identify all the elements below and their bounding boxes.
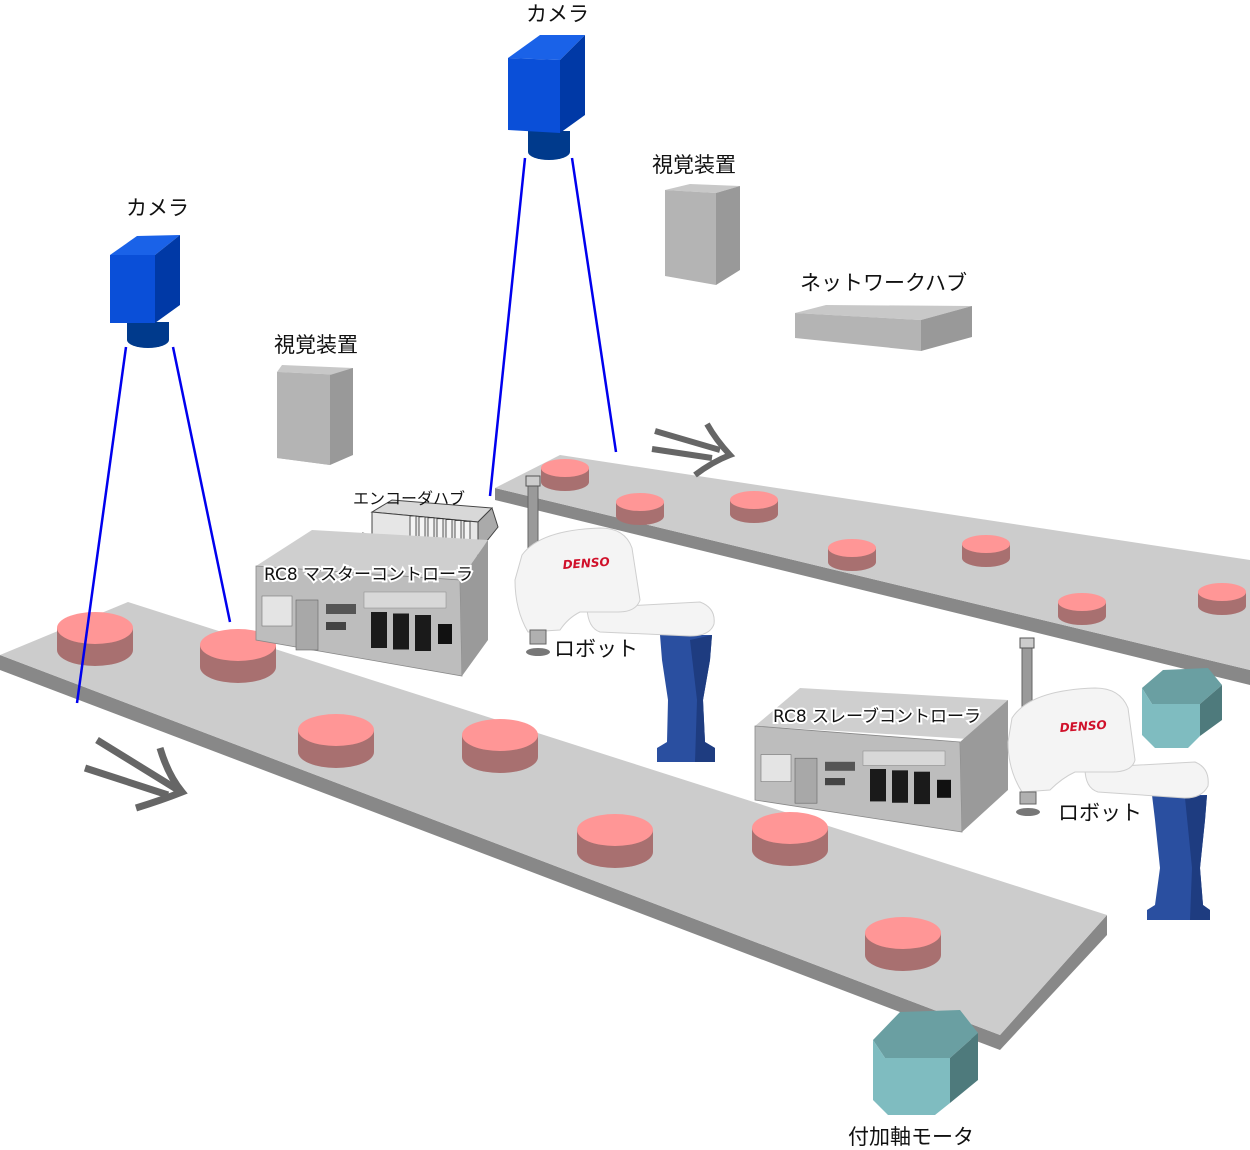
workpiece bbox=[1198, 583, 1246, 615]
front-conveyor-top bbox=[0, 602, 1107, 1035]
workpiece-top bbox=[730, 491, 778, 509]
workpiece bbox=[616, 493, 664, 525]
controller-io-block bbox=[870, 769, 886, 802]
workpiece bbox=[541, 459, 589, 491]
controller-power-switch bbox=[937, 779, 951, 798]
workpiece-top bbox=[616, 493, 664, 511]
vision-unit-1: 視覚装置 bbox=[274, 333, 358, 465]
controller-io-block bbox=[914, 771, 930, 805]
motor-label: 付加軸モータ bbox=[848, 1125, 974, 1149]
workpiece bbox=[57, 612, 133, 666]
workpiece-top bbox=[865, 917, 941, 949]
workpiece bbox=[1058, 593, 1106, 625]
robot-2-label: ロボット bbox=[1058, 801, 1142, 825]
controller-connector bbox=[825, 761, 855, 771]
front-motor bbox=[873, 1010, 978, 1115]
workpiece-top bbox=[828, 539, 876, 557]
robot-1: DENSO ロボット bbox=[514, 475, 715, 762]
rear-motor bbox=[1142, 668, 1222, 748]
camera-2: カメラ bbox=[488, 2, 618, 497]
vision-unit-2: 視覚装置 bbox=[652, 153, 740, 285]
controller-label-plate bbox=[363, 591, 447, 609]
workpiece-top bbox=[541, 459, 589, 477]
workpiece-top bbox=[752, 812, 828, 844]
workpiece-top bbox=[577, 814, 653, 846]
encoder-port bbox=[427, 517, 435, 541]
camera-1: カメラ bbox=[75, 196, 232, 704]
front-conveyor-side-right bbox=[1000, 915, 1107, 1050]
workpiece-top bbox=[1198, 583, 1246, 601]
workpiece-top bbox=[462, 719, 538, 751]
workpiece bbox=[962, 535, 1010, 567]
robot-1-brand: DENSO bbox=[562, 555, 610, 572]
robot-2-brand: DENSO bbox=[1059, 718, 1107, 735]
controller-vent bbox=[261, 595, 293, 627]
network-hub: ネットワークハブ bbox=[795, 271, 972, 351]
workpieces bbox=[57, 459, 1246, 971]
workpiece bbox=[462, 719, 538, 773]
controller-slot bbox=[794, 757, 818, 804]
robot-1-label: ロボット bbox=[554, 637, 638, 661]
master-controller-label: RC8 マスターコントローラ bbox=[264, 565, 473, 585]
controller-io-block bbox=[393, 613, 409, 650]
encoder-port bbox=[418, 516, 426, 540]
controller-connector bbox=[825, 778, 845, 786]
encoder-port bbox=[409, 515, 417, 539]
camera-2-label: カメラ bbox=[526, 2, 589, 26]
controller-vent bbox=[760, 754, 792, 782]
workpiece bbox=[828, 539, 876, 571]
rear-conveyor-side bbox=[495, 488, 1250, 685]
slave-controller: RC8 スレーブコントローラ bbox=[754, 688, 1008, 833]
controller-connector bbox=[326, 604, 356, 614]
workpiece-top bbox=[57, 612, 133, 644]
vision-unit-2-label: 視覚装置 bbox=[652, 153, 736, 177]
front-conveyor-side bbox=[0, 655, 1000, 1050]
workpiece-top bbox=[298, 714, 374, 746]
workpiece bbox=[752, 812, 828, 866]
network-hub-label: ネットワークハブ bbox=[800, 271, 967, 295]
slave-controller-label: RC8 スレーブコントローラ bbox=[773, 706, 981, 727]
master-controller: RC8 マスターコントローラ bbox=[255, 530, 488, 677]
controller-power-switch bbox=[438, 624, 452, 644]
controller-io-block bbox=[415, 615, 431, 651]
workpiece-top bbox=[1058, 593, 1106, 611]
workpiece bbox=[865, 917, 941, 971]
controller-io-block bbox=[892, 770, 908, 803]
flow-arrow-rear bbox=[651, 422, 736, 478]
controller-slot bbox=[295, 599, 319, 651]
workpiece-top bbox=[962, 535, 1010, 553]
flow-arrow-front bbox=[83, 737, 188, 812]
front-conveyor bbox=[0, 602, 1107, 1050]
workpiece bbox=[577, 814, 653, 868]
controller-label-plate bbox=[862, 750, 946, 766]
camera-1-label: カメラ bbox=[126, 196, 189, 220]
controller-io-block bbox=[371, 612, 387, 648]
vision-unit-1-label: 視覚装置 bbox=[274, 333, 358, 357]
controller-connector bbox=[326, 622, 346, 630]
robot-2: DENSO ロボット bbox=[1007, 637, 1210, 920]
workpiece bbox=[298, 714, 374, 768]
workpiece bbox=[730, 491, 778, 523]
encoder-hub-label: エンコーダハブ bbox=[353, 489, 465, 508]
